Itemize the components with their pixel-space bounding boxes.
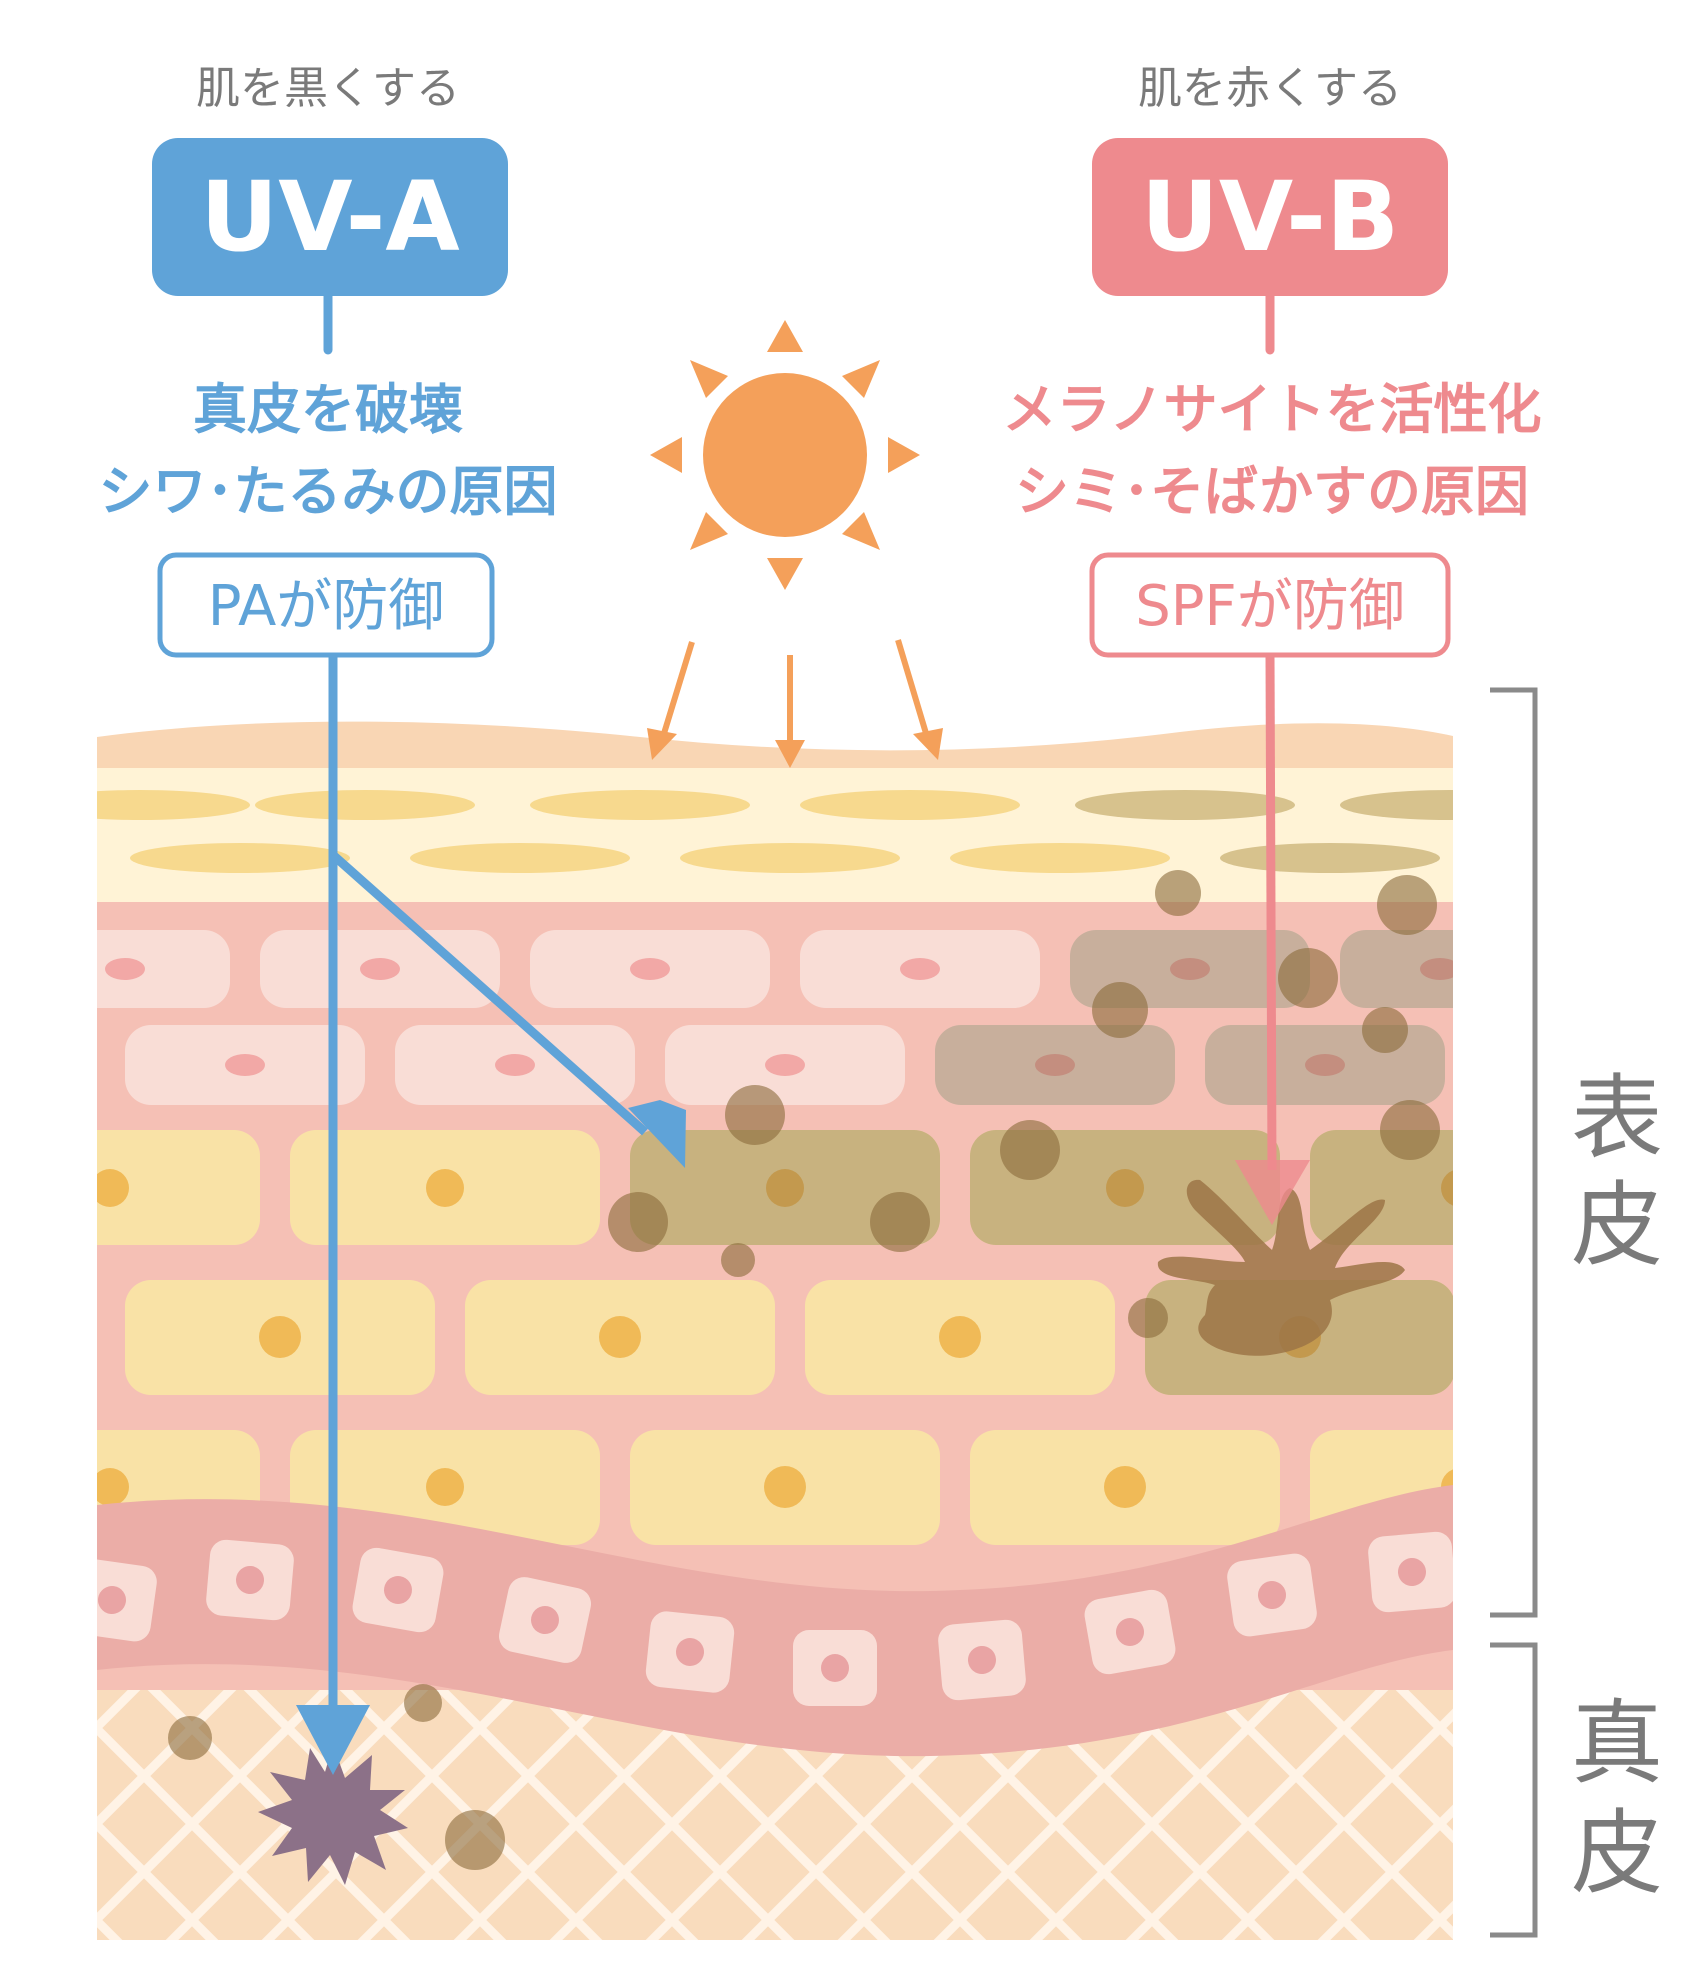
basal-cells xyxy=(97,1531,1453,1706)
uvb-defense-box xyxy=(1089,552,1451,658)
epidermis-label-char2: 皮 xyxy=(1571,1172,1663,1279)
uvb-defense: SPFが防御 xyxy=(1135,574,1405,639)
uva-caption: 肌を黒くする xyxy=(196,63,460,114)
uva-rays xyxy=(328,655,648,1705)
dermis-label-char2: 皮 xyxy=(1571,1800,1663,1907)
uvb-badge xyxy=(1092,138,1448,296)
uvb-ray xyxy=(1265,654,1277,1171)
uvb-caption: 肌を赤くする xyxy=(1138,63,1402,114)
sun-rays xyxy=(659,639,931,745)
uvb-arrowhead xyxy=(1235,1160,1310,1225)
damage-star-icon xyxy=(258,1745,408,1885)
cell-row-yellow-2 xyxy=(125,1280,1453,1395)
uva-defense: PAが防御 xyxy=(208,574,445,639)
uva-badge xyxy=(152,138,508,296)
uva-defense-box xyxy=(157,552,495,658)
melanin-granules xyxy=(168,870,1440,1870)
epidermis-label-char1: 表 xyxy=(1571,1065,1663,1172)
stratum-corneum xyxy=(97,762,1453,902)
uvb-effect-line2: シミ･そばかすの原因 xyxy=(1015,460,1529,523)
skin-cross-section xyxy=(97,721,1453,1940)
uva-label: UV-A xyxy=(200,161,459,273)
melanocyte-icon xyxy=(1157,1179,1405,1356)
uva-arrowhead-dermis xyxy=(296,1705,370,1775)
skin-surface xyxy=(97,721,1453,768)
uva-effect-line2: シワ･たるみの原因 xyxy=(99,460,558,523)
sun-icon xyxy=(650,320,920,590)
sun-ray-arrowheads xyxy=(647,728,943,768)
dermis-label-char1: 真 xyxy=(1571,1690,1663,1797)
cell-row-pink-2 xyxy=(125,1025,1445,1105)
dermis-bracket xyxy=(1490,1642,1538,1938)
uva-arrowhead-epidermis xyxy=(628,1100,686,1168)
uvb-effect-line1: メラノサイトを活性化 xyxy=(1003,378,1542,441)
uva-effect-line1: 真皮を破壊 xyxy=(193,378,463,441)
uvb-label: UV-B xyxy=(1141,161,1399,273)
epidermis-bracket xyxy=(1490,687,1538,1618)
basal-layer xyxy=(97,1485,1453,1757)
